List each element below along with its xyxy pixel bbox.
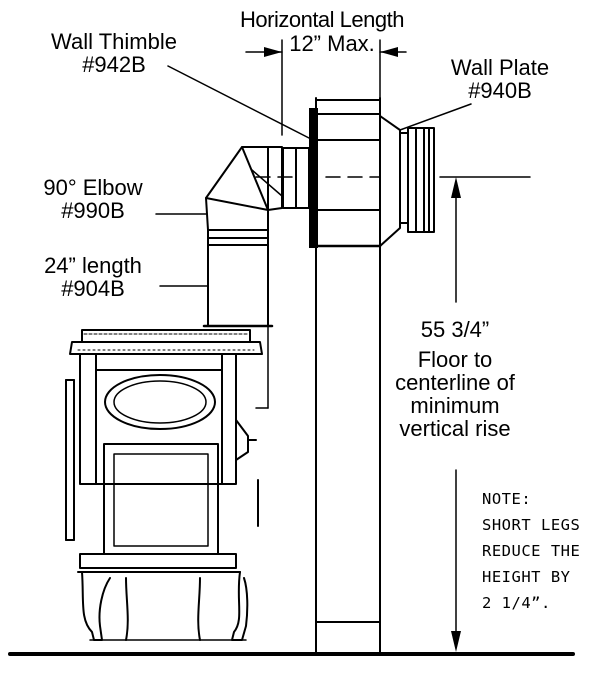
note-line-3: REDUCE THE (482, 542, 581, 560)
pipe-length-part: #904B (61, 276, 125, 301)
wall-plate-part: #940B (468, 78, 532, 103)
height-description: Floor to centerline of minimum vertical … (380, 348, 530, 440)
pipe-24in (202, 229, 274, 328)
wood-stove (65, 329, 263, 641)
wall-thimble-part: #942B (82, 52, 146, 77)
note-line-4: HEIGHT BY (482, 568, 571, 586)
elbow-name: 90° Elbow (43, 175, 143, 200)
height-desc-line-3: minimum (410, 393, 500, 418)
horizontal-pipe (282, 147, 310, 209)
elbow-part: #990B (61, 198, 125, 223)
short-legs-note: NOTE: SHORT LEGS REDUCE THE HEIGHT BY 2 … (482, 486, 580, 616)
height-value-label: 55 3/4” (420, 317, 490, 342)
height-dimension (451, 177, 461, 652)
pipe-length-label: 24” length #904B (18, 254, 168, 300)
chimney-column (314, 97, 382, 653)
max-length-label: 12” Max. (289, 31, 375, 56)
note-line-1: NOTE: (482, 490, 532, 508)
horizontal-length-label: Horizontal Length (240, 7, 404, 32)
elbow-label: 90° Elbow #990B (18, 176, 168, 222)
height-desc-line-2: centerline of (395, 370, 515, 395)
horizontal-length-dimension (245, 39, 407, 136)
wall-plate-label: Wall Plate #940B (430, 56, 570, 102)
height-desc-line-4: vertical rise (399, 416, 511, 441)
wall-thimble-label: Wall Thimble #942B (22, 30, 206, 76)
pipe-length-name: 24” length (44, 253, 142, 278)
elbow-90 (205, 146, 283, 231)
wall-plate-name: Wall Plate (450, 55, 550, 80)
wall-thimble-name: Wall Thimble (51, 29, 177, 54)
wall-thimble-flange (309, 108, 318, 248)
height-desc-line-1: Floor to (417, 347, 493, 372)
note-line-2: SHORT LEGS (482, 516, 581, 534)
note-line-5: 2 1/4”. (482, 594, 551, 612)
wall-plate (379, 115, 435, 247)
leader-lines (155, 65, 472, 409)
